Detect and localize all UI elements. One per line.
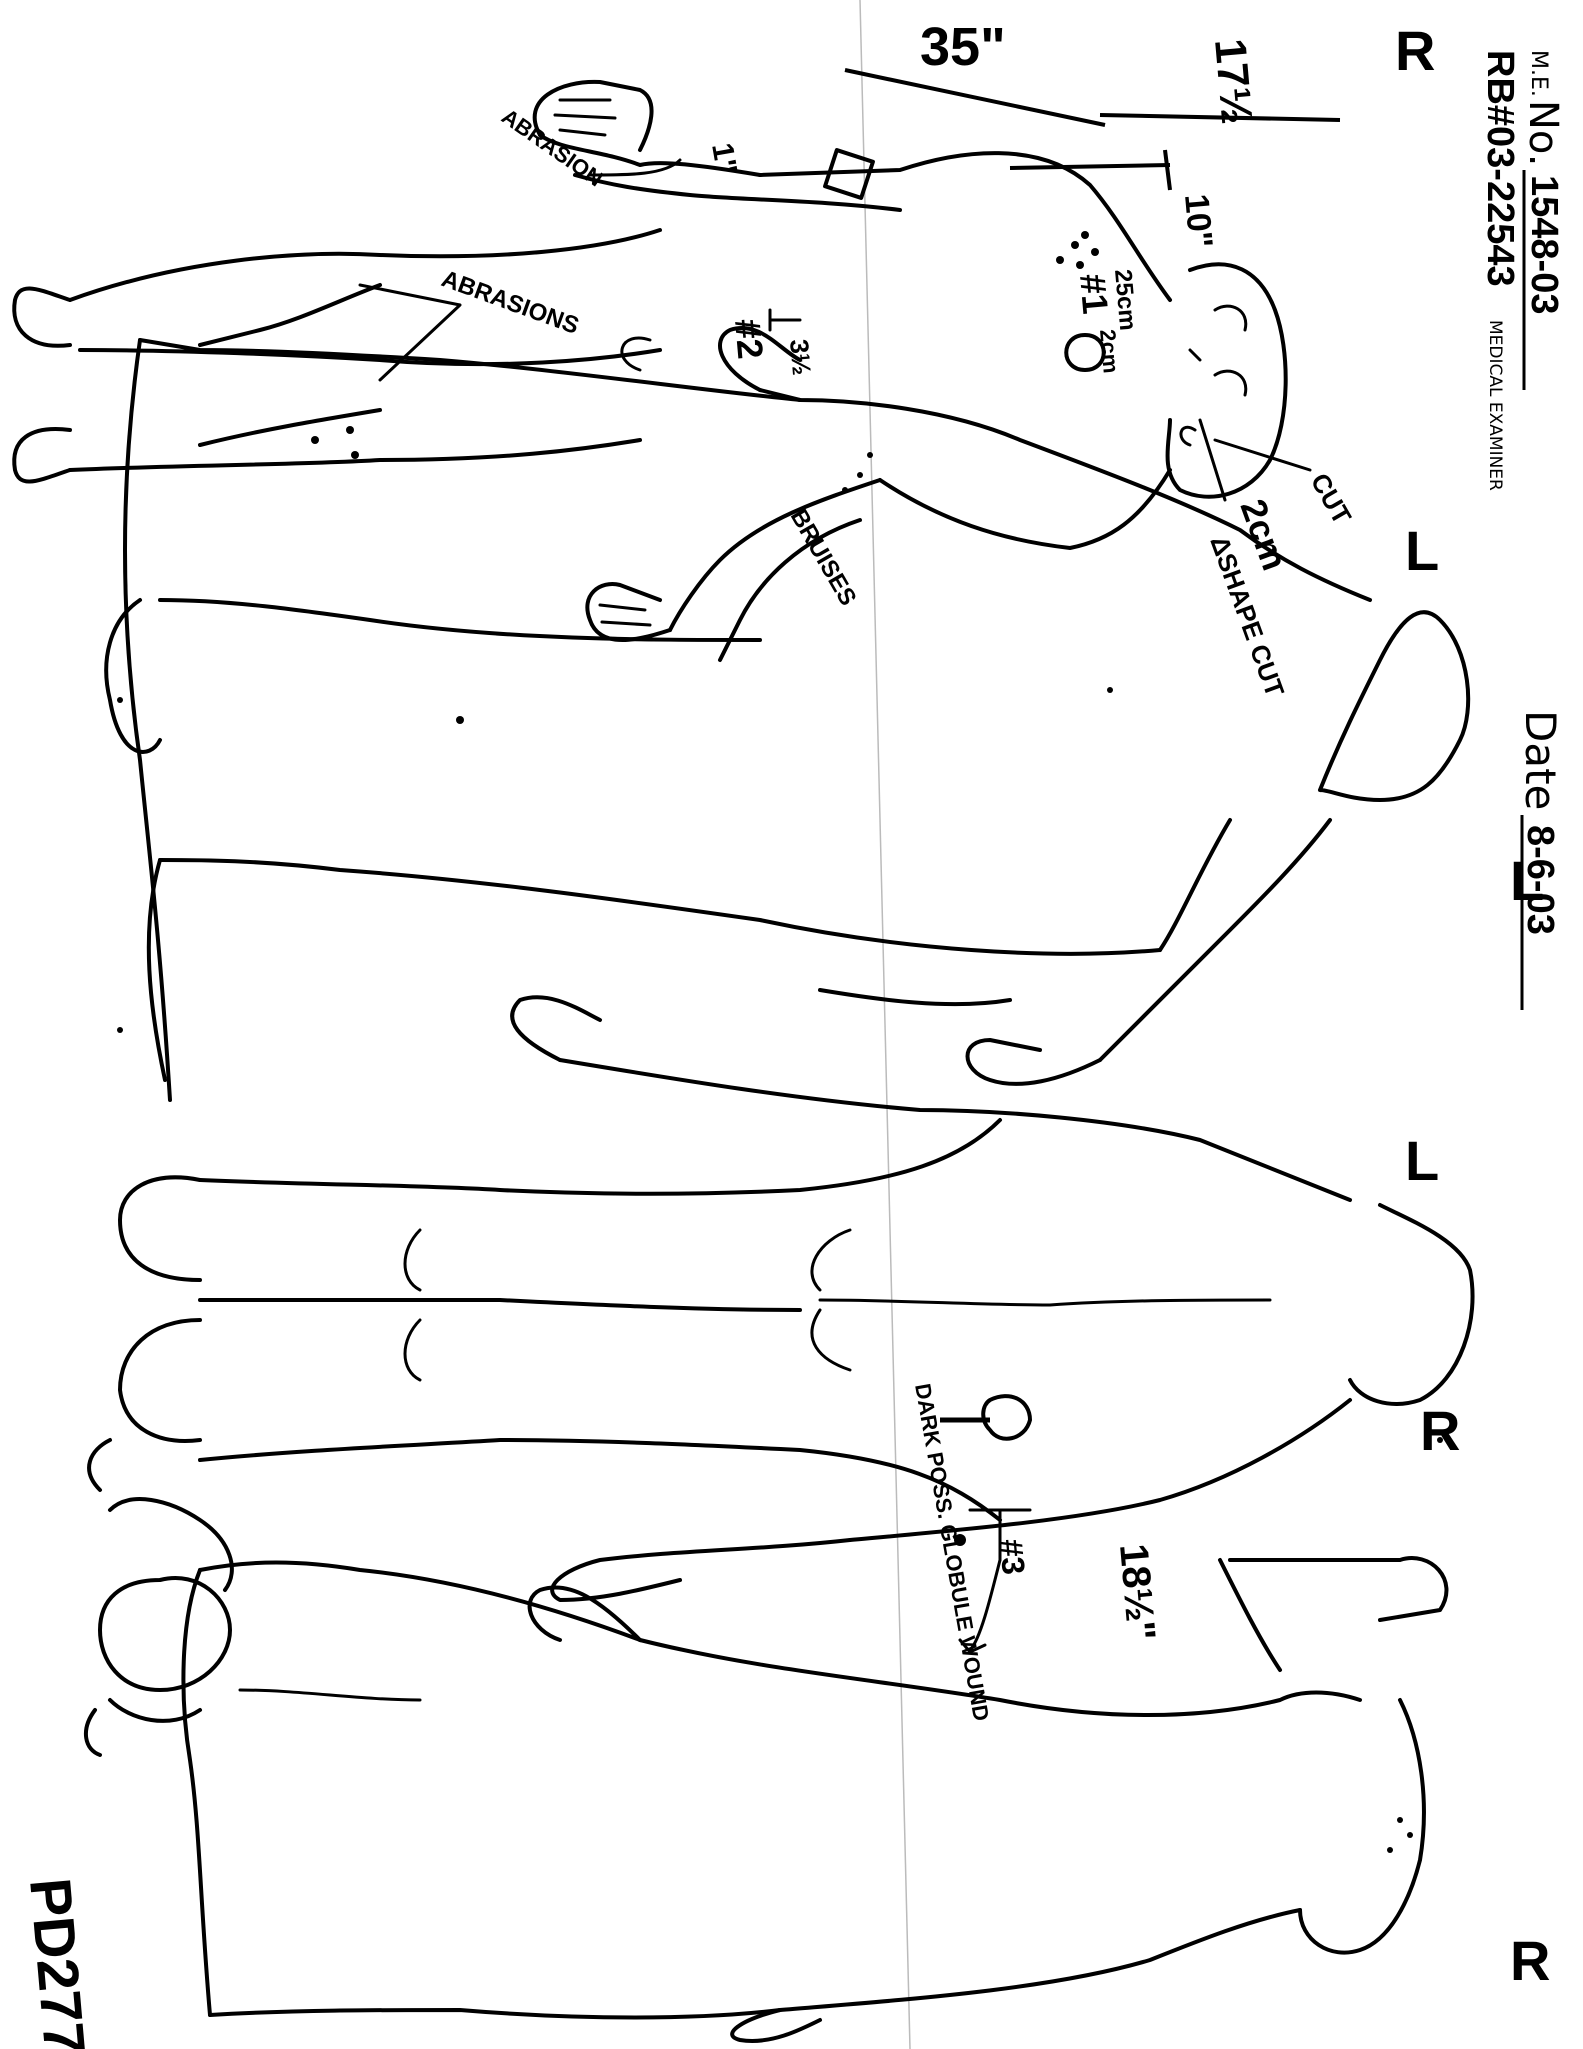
figure-lateral-left — [106, 328, 1468, 1100]
orient-fig2: L — [1510, 849, 1544, 912]
abrasion-leg-note: ABRASIONS — [438, 265, 583, 340]
annotations-center: #3 18½" — [954, 1510, 1163, 1652]
wound-2-size: 3½ — [784, 338, 817, 377]
height-top-measure: 35" — [920, 17, 1006, 77]
offset-top-measure: 17½ — [1205, 37, 1261, 127]
me-label: M.E. — [1526, 50, 1551, 97]
rb-number: RB#03-22543 — [1479, 50, 1521, 287]
figure-posterior: DARK POSS. GLOBULE WOUND — [120, 997, 1473, 1723]
shoulder-depth-measure: 10" — [1177, 192, 1220, 249]
case-code: PD2773 — [17, 1875, 100, 2049]
me-number: 1548-03 — [1523, 175, 1565, 314]
date-label: Date — [1516, 710, 1565, 810]
orient-fig4: R — [1510, 1929, 1550, 1992]
figure-lateral-right — [183, 1558, 1446, 2041]
orient-fig3-bottom: R — [1420, 1399, 1460, 1462]
wound-height-measure: 18½" — [1111, 1542, 1163, 1642]
figure-anterior-top — [14, 82, 1285, 660]
wound-1-size: 2cm — [1095, 328, 1124, 374]
orient-fig1-top: R — [1395, 19, 1435, 82]
examiner-label: MEDICAL EXAMINER — [1485, 320, 1505, 491]
orient-fig1-bottom: L — [1405, 519, 1439, 582]
arm-mark-measure: 1" — [705, 140, 743, 176]
case-stamp: PD2773 — [17, 1875, 100, 2049]
figure-head-top — [86, 1440, 232, 1755]
exit-wound-note: DARK POSS. GLOBULE WOUND — [910, 1382, 994, 1723]
measurements-top: 35" 17½ 10" 1" — [705, 17, 1340, 249]
cut-note: CUT — [1305, 468, 1358, 529]
wound-1-label: #1 — [1072, 272, 1116, 315]
no-label: No. — [1520, 100, 1566, 166]
orientation-marks: R L L L R R — [1395, 19, 1550, 1992]
wound-2-label: #2 — [727, 317, 771, 360]
bruises-note: BRUISES — [785, 505, 862, 611]
scan-line — [860, 0, 910, 2049]
wound-3-label: #3 — [993, 1537, 1032, 1576]
orient-fig3-top: L — [1405, 1129, 1439, 1192]
